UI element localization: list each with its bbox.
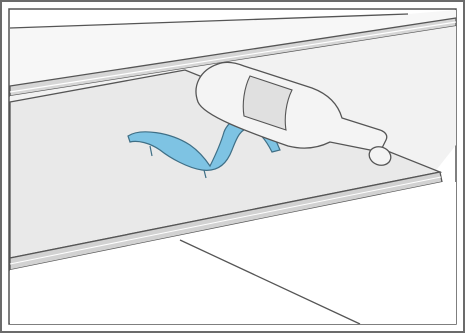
- upper-shelf-surface: [10, 10, 456, 86]
- wine-bottle: [195, 61, 392, 166]
- holder-foot-left: [149, 145, 153, 157]
- floor-edge-line: [179, 239, 361, 325]
- bottle-holder: [127, 115, 281, 171]
- bottle-label: [242, 75, 293, 131]
- holder-foot-right: [203, 169, 207, 179]
- upper-shelf-front-highlight: [9, 21, 457, 93]
- upper-shelf-back-edge: [9, 13, 409, 29]
- fridge-floor: [10, 182, 456, 324]
- bottle-cap: [368, 146, 392, 166]
- glass-shelf-front-highlight: [9, 176, 442, 265]
